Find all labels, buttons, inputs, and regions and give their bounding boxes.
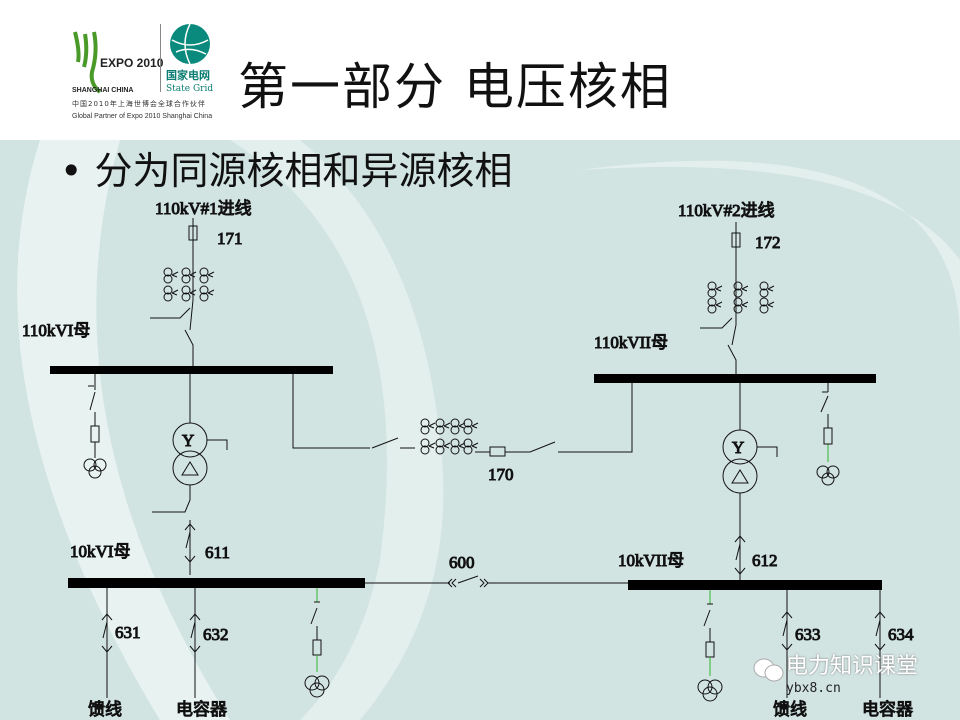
feeder-632 <box>189 588 201 698</box>
bullet-text: 分为同源核相和异源核相 <box>94 149 513 193</box>
transformer-2-symbol: Y <box>732 438 744 457</box>
incoming-1-feeder <box>150 218 215 370</box>
partner-cn: 中国2010年上海世博会全球合作伙伴 <box>72 100 206 108</box>
load-feeder-1-label: 馈线 <box>88 700 122 719</box>
feeder-634-label: 634 <box>888 625 914 644</box>
transformer-1 <box>152 374 228 575</box>
breaker-172-label: 172 <box>755 233 781 252</box>
incoming-2-feeder <box>700 222 775 378</box>
pt-10kv-1 <box>304 588 330 698</box>
slide-title: 第一部分 电压核相 <box>238 58 672 116</box>
breaker-170[interactable] <box>489 446 506 457</box>
wechat-icon <box>753 658 784 682</box>
feeder-633-label: 633 <box>795 625 821 644</box>
pt-110kv-1 <box>83 374 107 479</box>
bus-110-2-label: 110kVII母 <box>594 333 668 352</box>
feeder-633 <box>781 590 793 698</box>
state-grid-logo <box>170 23 210 65</box>
tie-170-label: 170 <box>488 465 514 484</box>
incoming-1-label: 110kV#1进线 <box>155 199 252 218</box>
incoming-2-label: 110kV#2进线 <box>678 201 775 220</box>
load-capacitor-2-label: 电容器 <box>862 700 913 719</box>
bus-10kv-2[interactable] <box>628 580 882 590</box>
partner-en: Global Partner of Expo 2010 Shanghai Chi… <box>72 113 213 120</box>
load-feeder-2-label: 馈线 <box>773 700 807 719</box>
bus-110kv-2[interactable] <box>594 374 876 383</box>
feeder-634 <box>874 590 886 698</box>
feeder-632-label: 632 <box>203 625 229 644</box>
breaker-611-label: 611 <box>205 543 230 562</box>
breaker-612-label: 612 <box>752 551 778 570</box>
pt-110kv-2 <box>816 383 840 486</box>
load-capacitor-1-label: 电容器 <box>176 700 227 719</box>
background-swoosh <box>17 140 960 720</box>
feeder-631 <box>101 588 113 698</box>
bus-10-2-label: 10kVII母 <box>618 551 684 570</box>
bus-tie-170 <box>292 374 633 457</box>
logo-divider <box>160 24 161 92</box>
bus-110kv-1[interactable] <box>50 366 333 374</box>
feeder-631-label: 631 <box>115 623 141 642</box>
watermark-url: ybx8.cn <box>786 681 841 696</box>
expo-logo <box>73 31 102 94</box>
bus-10kv-1[interactable] <box>68 578 365 588</box>
bullet-point: • 分为同源核相和异源核相 <box>60 149 513 193</box>
bus-10-1-label: 10kVI母 <box>70 542 130 561</box>
watermark-name: 电力知识课堂 <box>786 654 919 679</box>
breaker-171[interactable] <box>188 225 198 241</box>
breaker-172[interactable] <box>731 232 741 248</box>
tie-600-label: 600 <box>449 553 475 572</box>
state-grid-cn: 国家电网 <box>166 69 210 82</box>
state-grid-en: State Grid <box>166 84 214 94</box>
pt-10kv-2 <box>697 590 723 702</box>
expo-logo-sub: SHANGHAI CHINA <box>72 87 134 94</box>
bus-tie-600 <box>365 575 628 588</box>
transformer-2 <box>722 383 778 580</box>
expo-logo-text: EXPO 2010 <box>100 56 164 70</box>
transformer-1-symbol: Y <box>182 431 194 450</box>
bus-110-1-label: 110kVI母 <box>22 321 90 340</box>
breaker-171-label: 171 <box>217 229 243 248</box>
